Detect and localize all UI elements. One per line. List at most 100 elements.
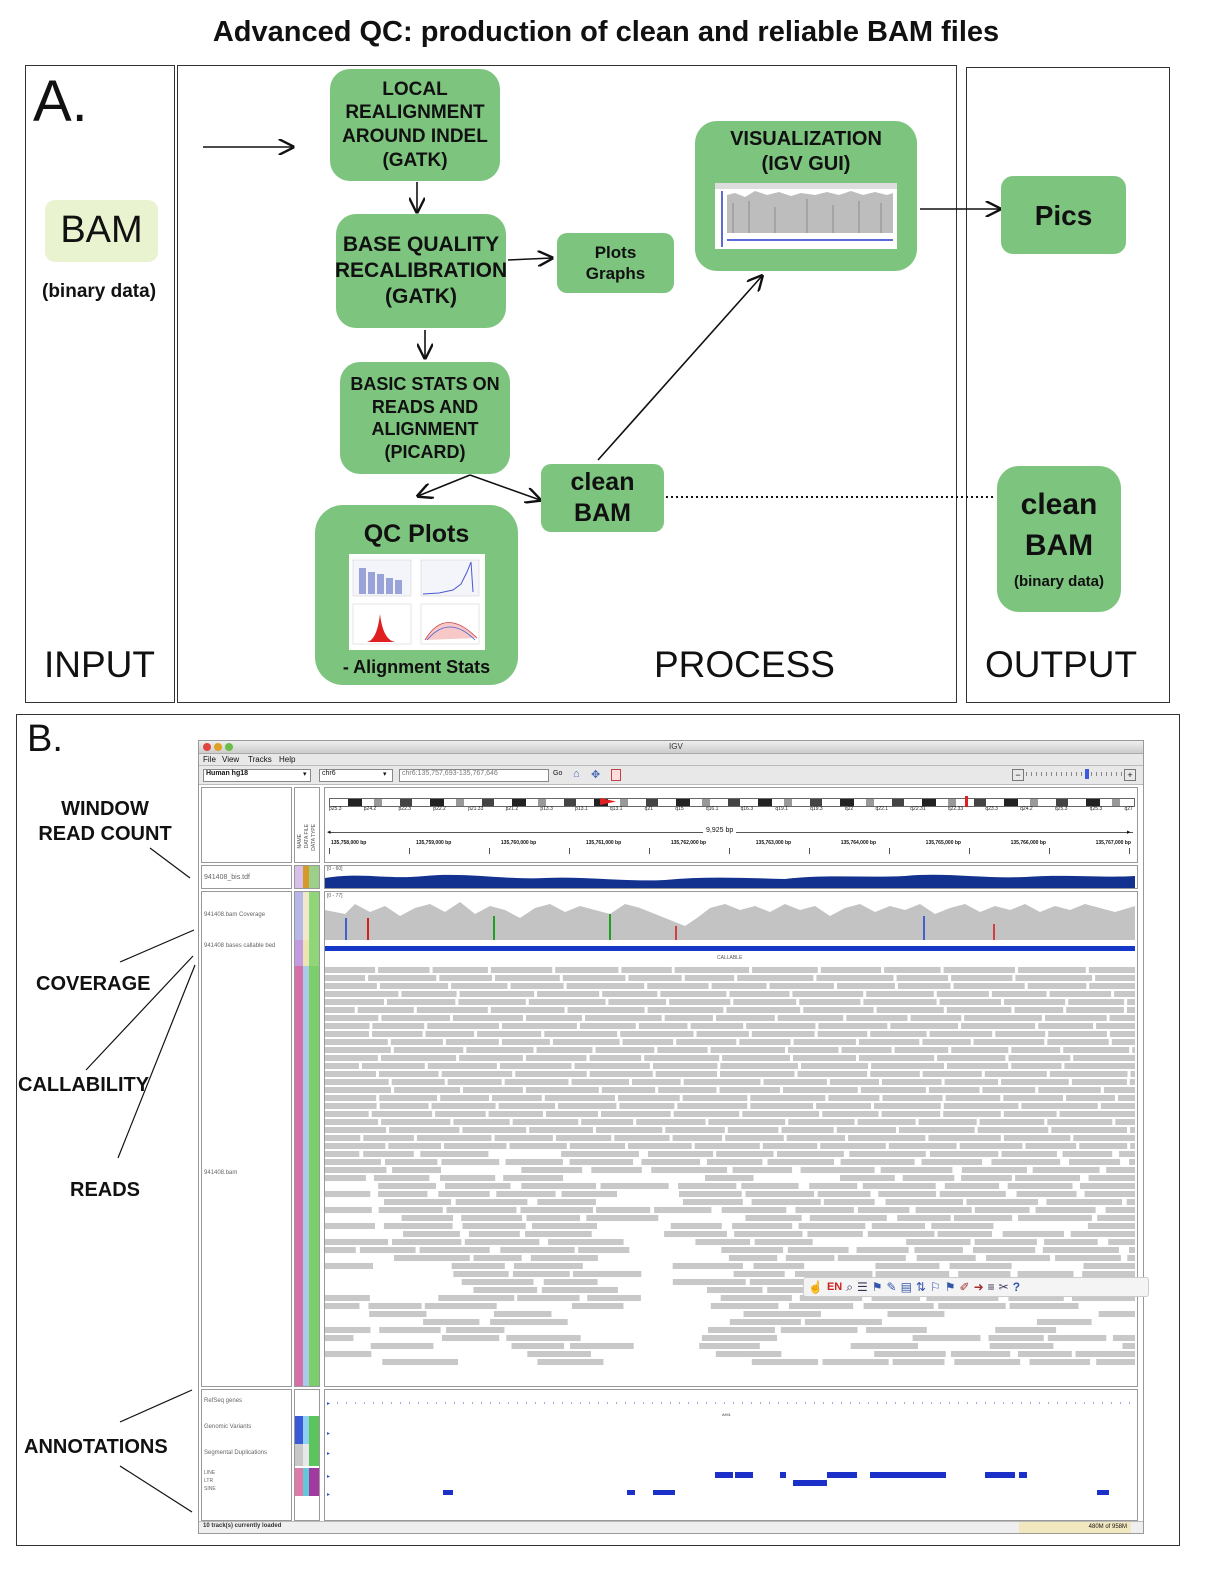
read-alignment [866,991,934,997]
menu-help[interactable]: Help [279,755,296,764]
sort-icon[interactable]: ⇅ [915,1280,926,1294]
read-alignment [953,1215,1013,1221]
track-name-coverage[interactable]: 941408.bam Coverage [204,912,266,918]
read-alignment [939,999,1001,1005]
read-alignment [737,975,814,981]
read-alignment [951,975,1013,981]
document-icon[interactable]: ▤ [900,1280,912,1294]
read-alignment [325,1135,361,1141]
line-expand-icon: ▸ [327,1474,330,1480]
read-alignment [541,1287,618,1293]
flag-icon[interactable]: ⚐ [929,1280,941,1294]
read-alignment [438,1191,490,1197]
read-alignment [1073,1135,1135,1141]
read-alignment [463,1087,523,1093]
read-alignment [438,1295,515,1301]
export-icon[interactable]: ➜ [973,1280,984,1294]
track-name-tdf[interactable]: 941408_bis.tdf [204,874,250,881]
zoom-window-icon[interactable] [225,743,233,751]
track-name-callable[interactable]: 941408 bases callable bed [204,943,276,949]
track-name-ltr[interactable]: LTR [204,1478,214,1484]
read-alignment [1009,1303,1079,1309]
read-alignment [512,1119,579,1125]
read-alignment [325,1143,386,1149]
search-icon[interactable]: ⌕ [846,1279,853,1294]
genome-chevron-down-icon[interactable]: ▾ [303,771,307,778]
track-name-bam[interactable]: 941408.bam [204,1170,238,1176]
read-alignment [695,1239,751,1245]
read-alignment [585,1015,662,1021]
zoom-out-icon[interactable]: − [1012,769,1024,781]
paint-icon[interactable]: ✐ [959,1280,970,1294]
band-label: q22.33 [947,806,964,812]
marker-icon[interactable]: ⚑ [944,1280,956,1294]
read-alignment [751,1199,821,1205]
read-alignment [1088,967,1135,973]
read-alignment [683,1079,761,1085]
read-alignment [647,983,709,989]
track-name-line[interactable]: LINE [204,1470,216,1476]
read-alignment [373,1175,430,1181]
read-alignment [325,1351,372,1357]
read-alignment [840,1175,895,1181]
read-alignment [1049,991,1112,997]
read-alignment [602,991,658,997]
track-name-sine[interactable]: SINE [204,1486,216,1492]
language-badge[interactable]: EN [826,1281,843,1293]
menu-lines-icon[interactable]: ≡ [987,1280,995,1294]
read-alignment [950,1351,1011,1357]
hand-icon[interactable]: ☝ [808,1280,823,1294]
home-icon[interactable]: ⌂ [573,768,580,780]
popup-icon[interactable] [611,769,621,781]
read-alignment [382,1359,458,1365]
qc-plots-box: QC Plots - Alignment Stats [315,505,518,685]
read-alignment [495,975,560,981]
navigate-icon[interactable]: ✥ [591,769,601,781]
genome-dropdown[interactable]: Human hg18 [203,769,311,782]
read-alignment [1129,1079,1135,1085]
pics-box: Pics [1001,176,1126,254]
read-alignment [325,1047,391,1053]
main-data-panel: [0 - 77] CALLABLE [324,891,1138,1387]
menu-view[interactable]: View [222,755,240,764]
label-window-read-count: WINDOW READ COUNT [30,797,180,847]
band-label: q13.1 [609,806,623,812]
read-alignment [1130,1127,1135,1133]
minimize-icon[interactable] [214,743,222,751]
read-alignment [1066,1007,1124,1013]
read-alignment [325,1015,379,1021]
read-alignment [1095,975,1135,981]
menu-tracks[interactable]: Tracks [248,755,272,764]
bookmark-icon[interactable]: ⚑ [871,1280,883,1294]
track-name-variants[interactable]: Genomic Variants [204,1424,252,1430]
read-alignment [1038,1087,1101,1093]
read-alignment [678,1183,737,1189]
read-alignment [899,1127,975,1133]
zoom-slider-thumb[interactable] [1085,769,1089,779]
read-alignment [488,1111,543,1117]
track-name-segdup[interactable]: Segmental Duplications [204,1450,268,1456]
close-icon[interactable] [203,743,211,751]
go-button[interactable]: Go [553,770,563,777]
track-name-refseq[interactable]: RefSeq genes [204,1398,243,1404]
pen-icon[interactable]: ✎ [886,1280,897,1294]
read-alignment [781,1127,834,1133]
band-label: p24.2 [363,806,377,812]
locus-input[interactable]: chr6:135,757,693-135,767,646 [399,769,549,782]
read-alignment [381,1119,451,1125]
chromosome-dropdown[interactable]: chr6 [319,769,393,782]
tools-icon[interactable]: ✂ [998,1280,1009,1294]
chromosome-chevron-down-icon[interactable]: ▾ [383,771,387,778]
zoom-slider[interactable] [1026,772,1122,776]
read-alignment [859,1055,935,1061]
read-alignment [989,1343,1054,1349]
help-icon[interactable]: ? [1012,1280,1021,1294]
list-icon[interactable]: ☰ [856,1280,868,1294]
attr-repeat-row [295,1468,319,1496]
menu-file[interactable]: File [203,755,216,764]
zoom-in-icon[interactable]: + [1124,769,1136,781]
read-alignment [363,1151,414,1157]
igv-status-bar: 10 track(s) currently loaded 480M of 958… [199,1521,1143,1533]
band-label: p22.2 [433,806,446,812]
read-alignment [729,1319,801,1325]
